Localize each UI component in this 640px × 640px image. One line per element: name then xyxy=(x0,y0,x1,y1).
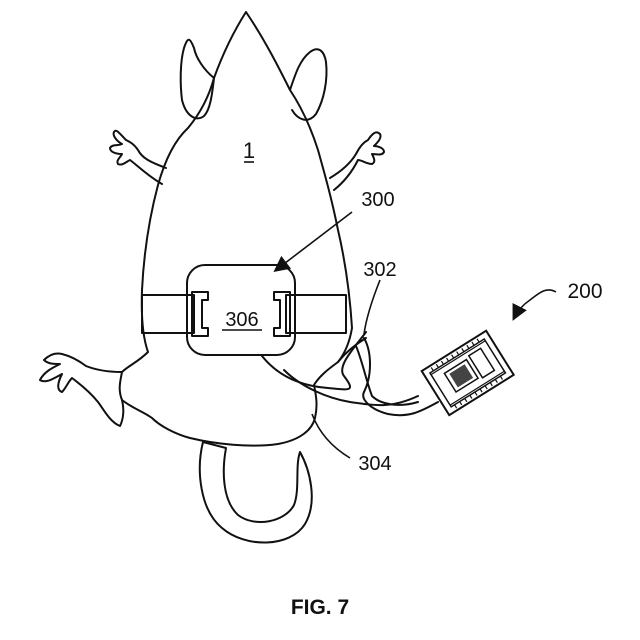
label-pad: 306 xyxy=(225,309,258,331)
rat-tail xyxy=(200,442,312,543)
tube-a xyxy=(262,332,366,389)
tube-d xyxy=(356,346,418,405)
tube-b xyxy=(284,370,418,405)
buckle-right xyxy=(274,292,290,336)
label-harness: 300 xyxy=(361,189,394,211)
leader-304 xyxy=(312,414,350,458)
rat-body xyxy=(120,12,352,446)
rat-leg-left xyxy=(40,353,123,426)
leader-302 xyxy=(364,280,380,334)
label-tube-b: 304 xyxy=(358,453,391,475)
label-device: 200 xyxy=(567,280,602,303)
label-animal: 1 xyxy=(243,138,255,163)
rat-ear-left xyxy=(181,40,214,119)
figure-caption: FIG. 7 xyxy=(0,596,640,620)
rat-arm-left xyxy=(110,131,166,184)
rat-ear-right xyxy=(290,49,327,120)
rat-arm-right xyxy=(330,132,384,190)
label-tube-a: 302 xyxy=(363,259,396,281)
leader-200 xyxy=(514,290,556,318)
